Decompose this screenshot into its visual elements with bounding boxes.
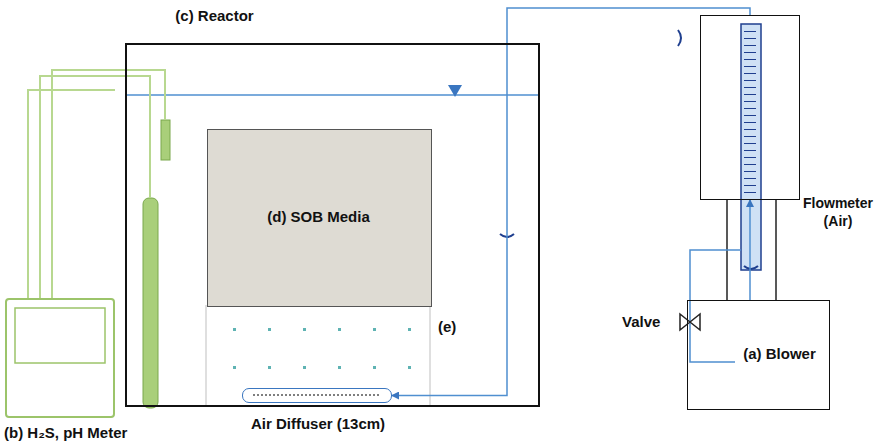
flowmeter: Flowmeter (Air) <box>700 15 800 200</box>
flow-mark <box>744 266 758 269</box>
air-line <box>392 8 750 396</box>
bypass-line <box>690 250 741 362</box>
flow-mark <box>678 30 681 46</box>
reactor-tank: (c) Reactor(d) SOB MediaAir Diffuser (13… <box>125 43 540 407</box>
probe-wire <box>28 90 115 298</box>
air-line <box>749 200 751 300</box>
column-line <box>430 305 431 406</box>
air-diffuser: Air Diffuser (13cm) <box>242 388 392 403</box>
node-label: Flowmeter (Air) <box>803 194 873 230</box>
probe-wire <box>52 70 165 298</box>
diffuser-holes <box>243 389 390 401</box>
probe-wire <box>40 76 150 298</box>
callout-label: (e) <box>438 318 456 336</box>
node-label: (b) H₂S, pH Meter <box>4 424 127 442</box>
h2s-probe <box>143 198 158 408</box>
column-line <box>206 305 207 406</box>
blower: (a) Blower <box>687 300 830 410</box>
flowmeter-scale <box>741 28 761 198</box>
valve-symbol <box>680 314 700 330</box>
meter-screen <box>7 300 113 416</box>
node-label: (d) SOB Media <box>267 208 370 226</box>
node-label: (c) Reactor <box>175 7 253 25</box>
water-level <box>126 94 539 96</box>
node-label: (a) Blower <box>743 345 816 363</box>
flowmeter-tube <box>741 24 761 270</box>
water-level-mark <box>448 85 462 97</box>
ph-probe <box>161 120 170 160</box>
meter-device: (b) H₂S, pH Meter <box>5 298 115 418</box>
air-bubbles <box>233 328 411 369</box>
part-label: Valve <box>622 313 660 331</box>
media-block: (d) SOB Media <box>207 129 432 307</box>
node-label: Air Diffuser (13cm) <box>251 415 385 433</box>
pipe-wall <box>775 200 777 300</box>
